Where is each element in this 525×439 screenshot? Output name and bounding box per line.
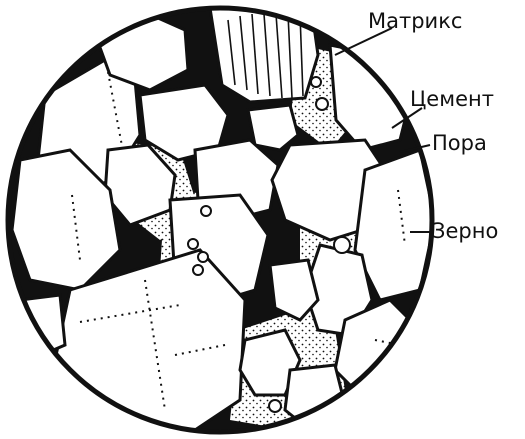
label-matrix: Матрикс bbox=[368, 9, 462, 33]
label-cement: Цемент bbox=[410, 87, 494, 111]
label-pore: Пора bbox=[432, 131, 487, 155]
label-grain: Зерно bbox=[432, 219, 498, 243]
